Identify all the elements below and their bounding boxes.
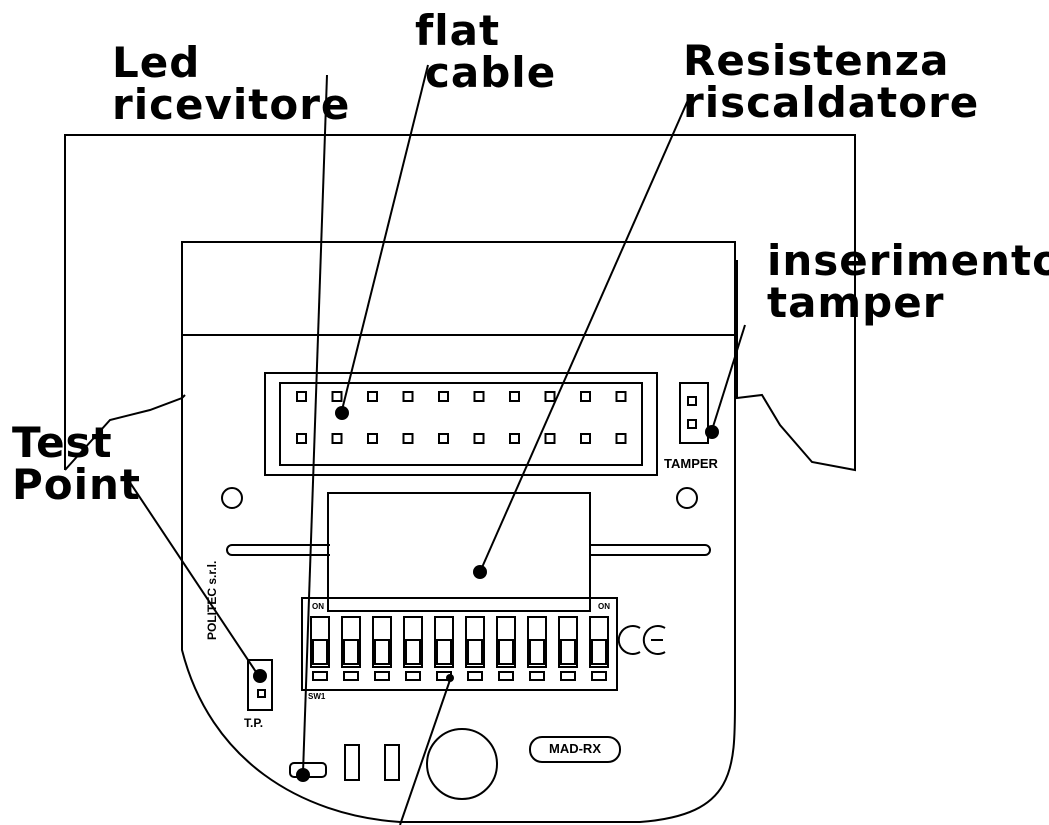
connector-pin: [367, 391, 378, 402]
connector-inner: [279, 382, 643, 466]
leader-testpoint: [124, 474, 259, 676]
callout-resistenza-line1: Resistenza: [683, 36, 950, 85]
connector-outer: [264, 372, 658, 476]
dip-switch-base: [529, 671, 545, 681]
component-d1: [384, 744, 400, 781]
callout-resistenza-line2: riscaldatore: [683, 78, 980, 127]
connector-pin: [402, 433, 414, 444]
connector-pin: [544, 391, 556, 402]
tp-label: T.P.: [244, 716, 264, 730]
connector-pin: [615, 391, 627, 402]
dip-switch-base: [591, 671, 607, 681]
connector-pin: [402, 391, 414, 402]
connector-pin: [438, 391, 449, 402]
tamper-connector: [679, 382, 709, 444]
dip-switch-lever: [529, 639, 545, 665]
dip-switch-lever: [498, 639, 514, 665]
housing-outline: [64, 134, 856, 472]
callout-test-line1: Test: [12, 418, 113, 467]
dip-switch-lever: [374, 639, 390, 665]
dip-switch-base: [343, 671, 359, 681]
component-c1: [426, 728, 498, 800]
board-body: [181, 335, 736, 823]
brand-label: POLITEC s.r.l.: [205, 560, 219, 640]
connector-pin: [544, 433, 556, 444]
connector-pin: [438, 433, 449, 444]
callout-flat-line1: flat: [415, 6, 501, 55]
dip-switch-base: [467, 671, 483, 681]
dip-switch-base: [312, 671, 328, 681]
connector-pin: [331, 391, 343, 402]
dip-switch-base: [405, 671, 421, 681]
callout-flat-cable: flat cable: [415, 10, 556, 94]
callout-led-line2: ricevitore: [112, 80, 351, 129]
callout-inserimento-line2: tamper: [767, 278, 945, 327]
connector-pin: [580, 433, 591, 444]
tp-header: [247, 659, 273, 711]
component-r1: [344, 744, 360, 781]
dip-on-label: ON: [312, 602, 324, 611]
model-label: MAD-RX: [549, 741, 601, 756]
callout-inserimento-line1: inserimento: [767, 236, 1049, 285]
tamper-label: TAMPER: [664, 456, 718, 471]
callout-led-ricevitore: Led ricevitore: [112, 42, 350, 126]
callout-resistenza: Resistenza riscaldatore: [683, 40, 979, 124]
connector-pin: [331, 433, 343, 444]
dip-sw-label: SW1: [308, 692, 326, 701]
connector-pin: [473, 391, 485, 402]
callout-flat-line2: cable: [425, 48, 557, 97]
mount-hole-left: [221, 487, 243, 509]
connector-pin: [509, 391, 520, 402]
dip-switch-base: [498, 671, 514, 681]
mount-hole-right: [676, 487, 698, 509]
callout-test-line2: Point: [12, 460, 142, 509]
connector-pin: [367, 433, 378, 444]
leader-bottom: [399, 679, 451, 825]
board-top-panel: [181, 241, 736, 336]
dip-switch-lever: [405, 639, 421, 665]
leader-flat: [341, 64, 429, 411]
dip-switch-base: [374, 671, 390, 681]
dip-switch-lever: [312, 639, 328, 665]
dip-switch-base: [560, 671, 576, 681]
dip-switch-lever: [560, 639, 576, 665]
leader-tamper: [711, 324, 746, 431]
dip-on-label-right: ON: [598, 602, 610, 611]
connector-pin: [615, 433, 627, 444]
leader-resistenza: [479, 99, 689, 573]
connector-pin: [296, 391, 307, 402]
dip-switch-block: [301, 597, 618, 691]
connector-pin: [296, 433, 307, 444]
leader-led: [302, 74, 328, 774]
model-badge: [529, 736, 621, 763]
callout-inserimento: inserimento tamper: [767, 240, 1049, 324]
callout-led-line1: Led: [112, 38, 201, 87]
ce-mark: [617, 625, 666, 655]
connector-pin: [509, 433, 520, 444]
connector-pin: [473, 433, 485, 444]
dip-switch-lever: [591, 639, 607, 665]
board-slot: [226, 544, 330, 556]
dip-switch-lever: [343, 639, 359, 665]
connector-pin: [580, 391, 591, 402]
dip-switch-lever: [436, 639, 452, 665]
dip-switch-lever: [467, 639, 483, 665]
heater-resistor: [327, 492, 591, 612]
callout-test-point: Test Point: [12, 422, 141, 506]
